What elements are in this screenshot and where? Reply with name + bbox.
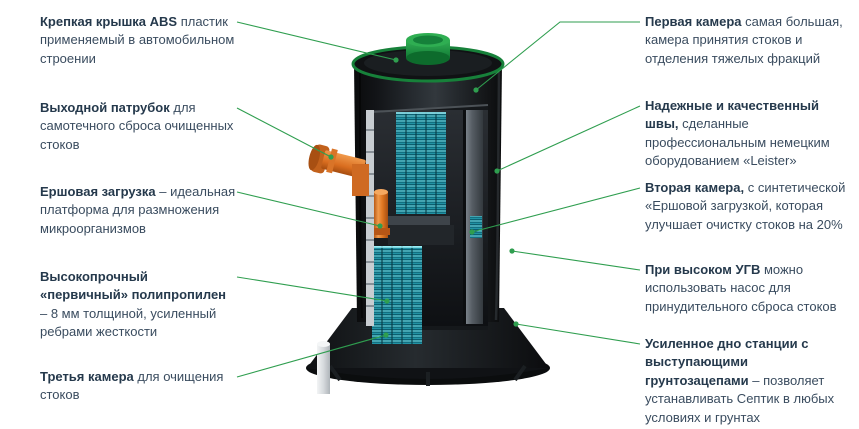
- annotation-bold-text: Первая камера: [645, 14, 742, 29]
- annotation-body-text: для очищения стоков: [40, 369, 224, 403]
- callout-dot-left-1: [393, 57, 399, 63]
- callout-dot-left-3: [377, 223, 383, 229]
- callout-dot-right-4: [509, 248, 515, 254]
- callout-dot-left-2: [328, 154, 334, 160]
- callout-line-right-5: [515, 323, 641, 345]
- bristle-media-lower: [372, 246, 422, 344]
- drain-pipe: [317, 341, 330, 394]
- callout-line-left-1: [236, 21, 397, 61]
- bristle-media-upper: [396, 112, 446, 214]
- annotation-bold-text: Усиленное дно станции с выступающими гру…: [645, 336, 809, 388]
- annotation-right-2: Надежные и качественный швы, сделанные п…: [645, 97, 848, 171]
- annotation-body-text: самая большая, камера принятия стоков и …: [645, 14, 843, 66]
- annotation-left-4: Высокопрочный «первичный» полипропилен –…: [40, 268, 236, 342]
- callout-dot-right-1: [473, 87, 479, 93]
- bristle-media-peek: [470, 216, 482, 238]
- annotation-bold-text: При высоком УГВ: [645, 262, 761, 277]
- annotation-body-text: – 8 мм толщиной, усиленный ребрами жестк…: [40, 305, 217, 340]
- annotation-bold-text: Надежные и качественный швы,: [645, 98, 820, 132]
- annotation-body-text: сделанные профессиональным немецким обор…: [645, 116, 830, 169]
- callout-dot-left-4: [384, 298, 390, 304]
- callout-line-right-3: [471, 187, 641, 233]
- annotation-left-2: Выходной патрубок для самотечного сброса…: [40, 99, 236, 154]
- cutaway-interior: [366, 104, 489, 344]
- annotation-left-5: Третья камера для очищения стоков: [40, 368, 236, 405]
- callout-dot-left-5: [383, 332, 389, 338]
- lid-cap: [406, 33, 450, 65]
- callout-line-right-4: [511, 250, 641, 271]
- annotation-body-text: – позволяет устанавливать Септик в любых…: [645, 372, 835, 425]
- annotation-left-3: Ершовая загрузка – идеальная платформа д…: [40, 183, 236, 238]
- annotation-body-text: для самотечного сброса очищенных стоков: [40, 100, 234, 152]
- annotation-left-1: Крепкая крышка ABS пластик применяемый в…: [40, 13, 236, 68]
- tank-lid: [351, 33, 505, 83]
- annotation-bold-text: Ершовая загрузка: [40, 184, 156, 199]
- callout-dot-right-3: [469, 229, 475, 235]
- annotation-bold-text: Третья камера: [40, 369, 134, 384]
- annotation-body-text: можно использовать насос для принудитель…: [645, 262, 837, 314]
- annotation-bold-text: Вторая камера,: [645, 180, 745, 195]
- annotation-body-text: – идеальная платформа для размножения ми…: [40, 184, 236, 236]
- annotation-bold-text: Выходной патрубок: [40, 100, 170, 115]
- callout-line-left-3: [236, 191, 381, 227]
- callout-line-left-4: [236, 276, 388, 302]
- inner-pipe: [372, 189, 390, 238]
- annotation-right-4: При высоком УГВ можно использовать насос…: [645, 261, 848, 316]
- callout-dots: [328, 57, 519, 338]
- wall-cut-edge: [366, 110, 374, 326]
- callout-lines: [236, 21, 641, 378]
- annotation-body-text: с синтетической «Ершовой загрузкой, кото…: [645, 180, 846, 232]
- annotation-bold-text: Высокопрочный «первичный» полипропилен: [40, 269, 227, 303]
- annotation-right-3: Вторая камера, с синтетической «Ершовой …: [645, 179, 848, 234]
- annotation-body-text: пластик применяемый в автомобильном стро…: [40, 14, 235, 66]
- callout-dot-right-5: [513, 321, 519, 327]
- annotation-right-1: Первая камера самая большая, камера прин…: [645, 13, 848, 68]
- callout-line-left-2: [236, 107, 332, 158]
- annotation-bold-text: Крепкая крышка ABS: [40, 14, 178, 29]
- annotation-right-5: Усиленное дно станции с выступающими гру…: [645, 335, 848, 427]
- callout-dot-right-2: [494, 168, 500, 174]
- callout-line-right-1: [475, 21, 640, 91]
- callout-line-left-5: [236, 334, 387, 378]
- callout-line-right-2: [496, 105, 641, 172]
